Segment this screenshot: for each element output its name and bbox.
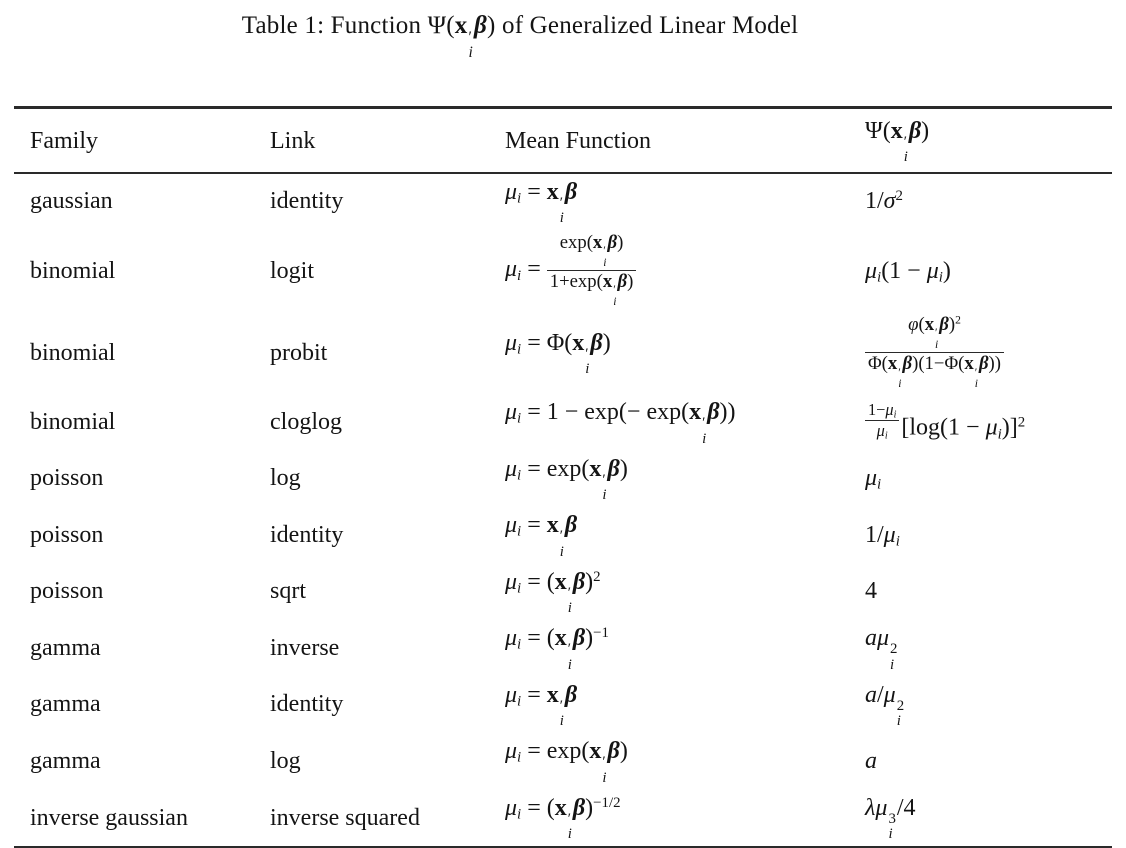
family-cell: poisson	[30, 578, 104, 605]
family-cell: gamma	[30, 634, 101, 661]
link-cell: identity	[270, 188, 344, 215]
psi-cell: 1/σ2	[865, 188, 903, 215]
link-cell: logit	[270, 257, 315, 284]
family-cell: gamma	[30, 748, 101, 774]
psi-cell: a	[865, 748, 877, 774]
link-cell: log	[270, 748, 301, 774]
family-cell: gamma	[30, 691, 101, 718]
column-header-link: Link	[270, 127, 316, 154]
family-cell: binomial	[30, 257, 116, 284]
column-header-family: Family	[30, 127, 99, 154]
psi-cell: 1/μi	[865, 521, 900, 550]
link-cell: sqrt	[270, 578, 306, 605]
link-cell: inverse squared	[270, 804, 420, 831]
psi-cell: μi(1 − μi)	[865, 257, 951, 286]
family-cell: binomial	[30, 339, 116, 366]
link-cell: probit	[270, 339, 328, 366]
link-cell: log	[270, 465, 301, 492]
family-cell: poisson	[30, 465, 104, 492]
link-cell: identity	[270, 521, 344, 548]
link-cell: inverse	[270, 634, 340, 661]
link-cell: cloglog	[270, 408, 342, 435]
psi-cell: 4	[865, 578, 877, 605]
psi-cell: μi	[865, 465, 882, 494]
table-row-inverse-gaussian-inverse-squared: inverse gaussian inverse squared μi = (x…	[14, 790, 1112, 848]
family-cell: gaussian	[30, 188, 113, 215]
family-cell: poisson	[30, 521, 104, 548]
link-cell: identity	[270, 691, 344, 718]
family-cell: binomial	[30, 408, 116, 435]
family-cell: inverse gaussian	[30, 804, 188, 831]
column-header-mean-function: Mean Function	[505, 127, 651, 154]
